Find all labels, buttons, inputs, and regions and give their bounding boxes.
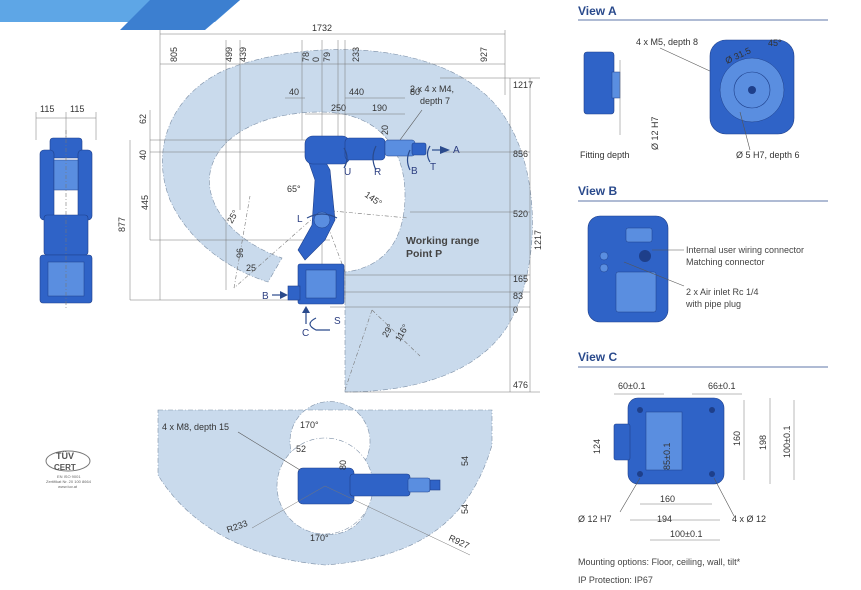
dim-total-width: 1732 xyxy=(312,23,332,33)
dim-right-total: 1217 xyxy=(533,230,543,250)
corner-decoration-2 xyxy=(120,0,240,30)
dim-right-856: 856 xyxy=(513,149,528,159)
side-view: 115 115 xyxy=(35,104,97,310)
flange-callout: 2 x 4 x M4, xyxy=(410,84,454,94)
view-c-d1: 60±0.1 xyxy=(618,381,645,391)
view-c-d4: 85±0.1 xyxy=(662,443,672,470)
dim-78: 78 xyxy=(301,52,311,62)
dim-927: 927 xyxy=(479,47,489,62)
top-view-dim-54b: 54 xyxy=(460,504,470,514)
view-b-matching: Matching connector xyxy=(686,257,765,267)
view-a-d5: Ø 5 H7, depth 6 xyxy=(736,150,800,160)
dim-445: 445 xyxy=(140,195,150,210)
view-c-d6: 198 xyxy=(758,435,768,450)
mounting-options: Mounting options: Floor, ceiling, wall, … xyxy=(578,557,741,567)
view-c-d7: 100±0.1 xyxy=(782,426,792,458)
dim-right-165: 165 xyxy=(513,274,528,284)
dim-440: 440 xyxy=(349,87,364,97)
view-c-title: View C xyxy=(578,350,617,364)
tuv-cert-text: CERT xyxy=(54,463,76,472)
dim-62: 62 xyxy=(138,114,148,124)
view-marker-c: C xyxy=(302,328,309,339)
top-view-angle-bottom: 170° xyxy=(310,533,329,543)
dim-20: 20 xyxy=(380,125,390,135)
working-range-label: Working range xyxy=(406,235,479,247)
top-view-dim-54a: 54 xyxy=(460,456,470,466)
tuv-url: www.tuv.at xyxy=(58,484,78,489)
view-c-d2: 66±0.1 xyxy=(708,381,735,391)
view-a-angle: 45° xyxy=(768,38,782,48)
view-b-air-inlet: 2 x Air inlet Rc 1/4 xyxy=(686,287,759,297)
side-dim-left: 115 xyxy=(40,104,54,114)
flange-callout-depth: depth 7 xyxy=(420,96,450,106)
tuv-logo-text: TÜV xyxy=(56,451,74,461)
axis-u-label: U xyxy=(344,167,351,178)
view-b-connector: Internal user wiring connector xyxy=(686,245,804,255)
top-view-dim-52: 52 xyxy=(296,444,306,454)
view-c-d10: 100±0.1 xyxy=(670,529,702,539)
dim-79: 79 xyxy=(322,52,332,62)
working-range-zone xyxy=(162,49,533,393)
view-a-fitting: Fitting depth xyxy=(580,150,630,160)
angle-145: 145° xyxy=(363,189,384,208)
side-dim-right: 115 xyxy=(70,104,84,114)
view-b-pipe-plug: with pipe plug xyxy=(685,299,741,309)
axis-r-label: R xyxy=(374,167,381,178)
dim-439: 439 xyxy=(238,47,248,62)
axis-t-label: T xyxy=(430,162,436,173)
top-view-r927: R927 xyxy=(447,533,471,551)
axis-b-label: B xyxy=(411,166,418,177)
dim-877: 877 xyxy=(117,217,127,232)
view-a: View A Fitting depth Ø 12 H7 4 x M5, dep… xyxy=(578,4,828,160)
dim-0: 0 xyxy=(311,57,321,62)
view-c-d11: Ø 12 H7 xyxy=(578,514,612,524)
angle-25: 25° xyxy=(225,208,241,225)
view-marker-a: A xyxy=(453,145,460,156)
angle-65: 65° xyxy=(287,184,301,194)
top-view-angle-top: 170° xyxy=(300,420,319,430)
dim-40b: 40 xyxy=(138,150,148,160)
dim-499: 499 xyxy=(224,47,234,62)
ip-protection: IP Protection: IP67 xyxy=(578,575,653,585)
view-c: View C 60±0.1 66±0.1 124 85±0.1 160 198 … xyxy=(578,350,828,541)
axis-l-label: L xyxy=(297,214,303,225)
tuv-cert-number: Zertifikat Nr. 20 100 8664 xyxy=(46,479,92,484)
top-view-dim-80: 80 xyxy=(338,460,348,470)
dim-right-476: 476 xyxy=(513,380,528,390)
axis-s-label: S xyxy=(334,316,341,327)
dim-233: 233 xyxy=(351,47,361,62)
view-c-d5: 160 xyxy=(732,431,742,446)
dim-right-520: 520 xyxy=(513,209,528,219)
view-a-m5: 4 x M5, depth 8 xyxy=(636,37,698,47)
dim-25: 25 xyxy=(246,263,256,273)
working-range-point: Point P xyxy=(406,248,442,260)
main-view: 1732 805 499 439 78 0 79 233 927 40 250 … xyxy=(117,23,543,393)
view-c-d9: 194 xyxy=(657,514,672,524)
view-b-title: View B xyxy=(578,184,617,198)
dim-right-1217: 1217 xyxy=(513,80,533,90)
top-view-callout: 4 x M8, depth 15 xyxy=(162,422,229,432)
dim-40: 40 xyxy=(289,87,299,97)
dim-right-0: 0 xyxy=(513,305,518,315)
view-b: View B Internal user wiring connector Ma… xyxy=(578,184,828,323)
view-c-d8: 160 xyxy=(660,494,675,504)
dim-80: 80 xyxy=(410,87,420,97)
tuv-cert-logo: TÜV CERT EN ISO 9001 Zertifikat Nr. 20 1… xyxy=(45,450,92,489)
dim-right-83: 83 xyxy=(513,291,523,301)
dim-96: 96 xyxy=(235,248,245,258)
view-a-h7: Ø 12 H7 xyxy=(650,116,660,150)
view-a-title: View A xyxy=(578,4,617,18)
top-view: 4 x M8, depth 15 170° 170° 52 80 54 54 R… xyxy=(157,401,493,566)
dim-250: 250 xyxy=(331,103,346,113)
dim-190: 190 xyxy=(372,103,387,113)
view-c-d12: 4 x Ø 12 xyxy=(732,514,766,524)
dim-805: 805 xyxy=(169,47,179,62)
view-c-d3: 124 xyxy=(592,439,602,454)
view-marker-b: B xyxy=(262,291,269,302)
tuv-iso: EN ISO 9001 xyxy=(57,474,81,479)
